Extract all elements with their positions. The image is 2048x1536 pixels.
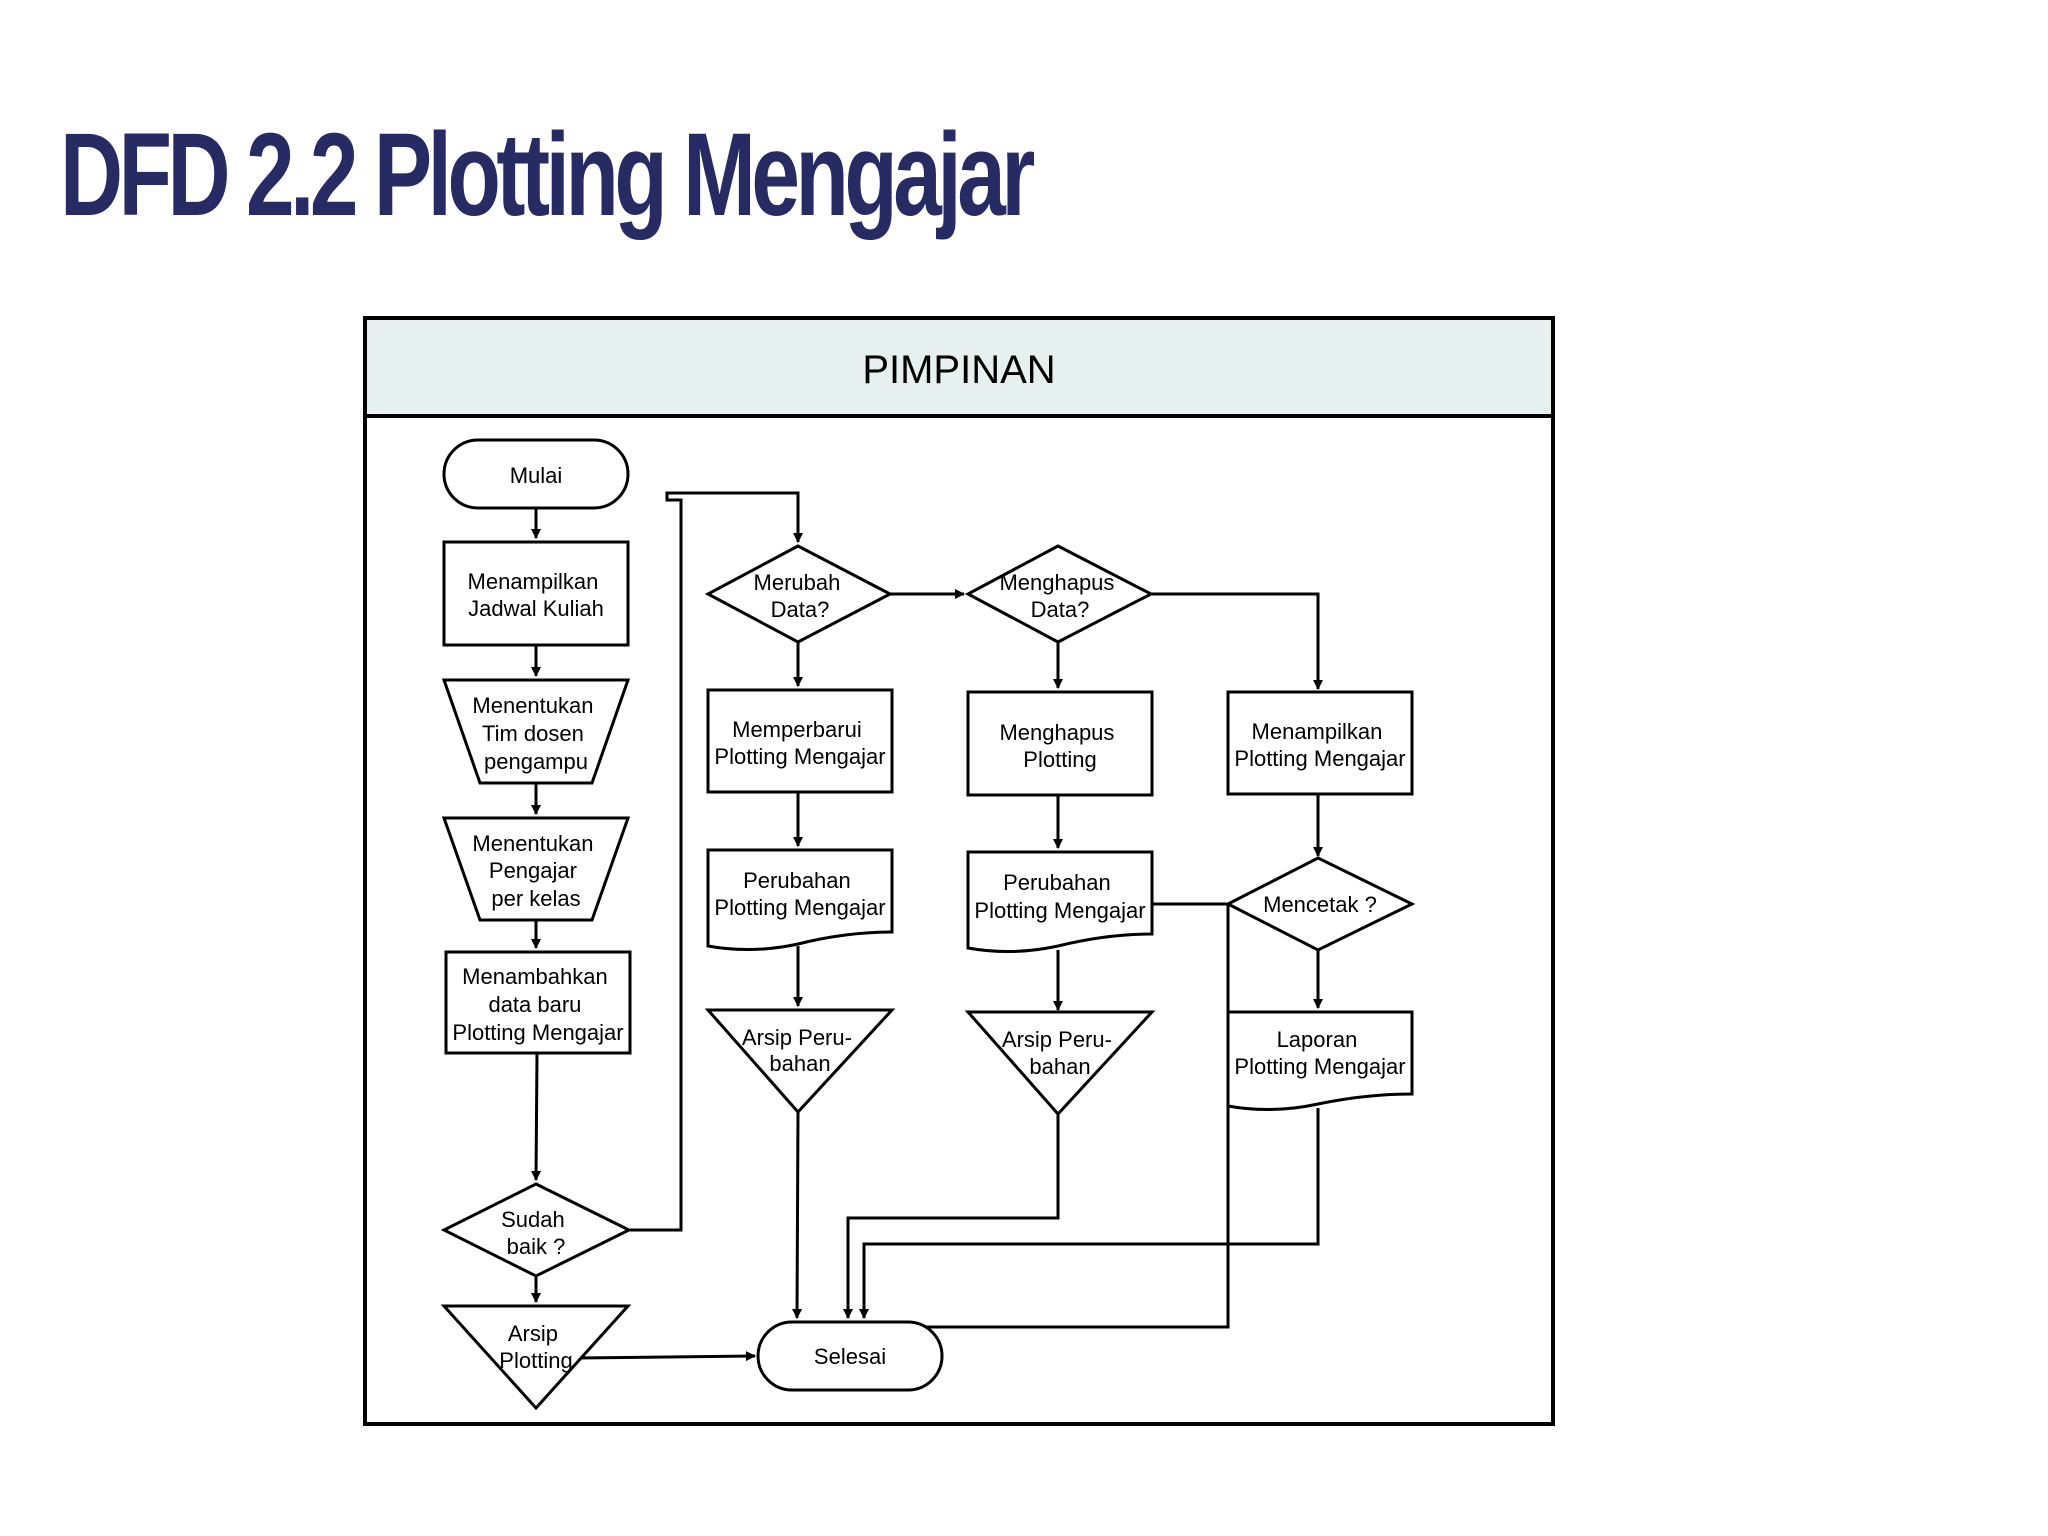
svg-text:Laporan Plotting Mengaja: Laporan Plotting Mengajar — [1234, 1027, 1405, 1079]
svg-text:Menambahkan data baru: Menambahkan data baru Plotting Mengajar — [452, 964, 623, 1045]
connectors — [531, 491, 1323, 1362]
svg-text:Arsip Peru- bahan: Arsip Peru- bahan — [1002, 1027, 1118, 1079]
svg-text:Mulai: Mulai — [510, 463, 563, 488]
node-memperbarui-plotting: Memperbarui Plotting Mengajar — [706, 688, 894, 794]
svg-text:Menentukan Tim dosen: Menentukan Tim dosen pengampu — [472, 693, 599, 774]
node-mulai: Mulai — [442, 438, 630, 510]
node-selesai: Selesai — [756, 1320, 944, 1392]
node-merubah-data-decision: Merubah Data? — [704, 544, 894, 644]
svg-text:Arsip Plotting: Arsip Plotting — [499, 1321, 572, 1373]
svg-text:Mencetak ?: Mencetak ? — [1263, 892, 1377, 917]
node-perubahan-plotting-doc-2: Perubahan Plotting Mengajar — [966, 850, 1154, 954]
node-mencetak-decision: Mencetak ? — [1224, 856, 1416, 952]
node-perubahan-plotting-doc-1: Perubahan Plotting Mengajar — [706, 848, 894, 952]
swimlane-header — [363, 316, 1555, 418]
svg-text:Sudah baik ?: Sudah baik ? — [501, 1207, 571, 1259]
page-title: DFD 2.2 Plotting Mengajar — [60, 109, 1035, 241]
node-menampilkan-plotting: Menampilkan Plotting Mengajar — [1226, 690, 1414, 796]
node-laporan-plotting-doc: Laporan Plotting Mengajar — [1226, 1010, 1414, 1112]
svg-text:Perubahan Plotting Menga: Perubahan Plotting Mengajar — [714, 868, 885, 920]
node-arsip-perubahan-2: Arsip Peru- bahan — [964, 1010, 1156, 1117]
node-menghapus-plotting: Menghapus Plotting — [966, 690, 1154, 797]
svg-text:Menghapus Plotting: Menghapus Plotting — [999, 720, 1120, 772]
node-menambahkan-data-baru: Menambahkan data baru Plotting Mengajar — [444, 950, 632, 1055]
node-arsip-perubahan-1: Arsip Peru- bahan — [704, 1008, 896, 1115]
node-menentukan-tim-dosen: Menentukan Tim dosen pengampu — [441, 678, 631, 785]
node-menghapus-data-decision: Menghapus Data? — [964, 544, 1155, 644]
svg-text:Menampilkan Jadwal Kulia: Menampilkan Jadwal Kuliah — [468, 569, 605, 621]
svg-text:Perubahan Plotting Menga: Perubahan Plotting Mengajar — [974, 870, 1145, 923]
node-arsip-plotting: Arsip Plotting — [440, 1304, 632, 1411]
svg-text:Arsip Peru- bahan: Arsip Peru- bahan — [742, 1025, 858, 1076]
svg-text:Menghapus Data?: Menghapus Data? — [999, 570, 1120, 622]
svg-text:Selesai: Selesai — [814, 1344, 886, 1369]
swimlane-title: PIMPINAN — [862, 348, 1055, 392]
svg-text:Menampilkan Plotting Men: Menampilkan Plotting Mengajar — [1234, 719, 1405, 771]
svg-text:Memperbarui Plotting Men: Memperbarui Plotting Mengajar — [714, 717, 885, 769]
svg-text:Menentukan Pengajar: Menentukan Pengajar per kelas — [472, 831, 599, 911]
node-sudah-baik-decision: Sudah baik ? — [440, 1182, 633, 1278]
node-menampilkan-jadwal-kuliah: Menampilkan Jadwal Kuliah — [442, 540, 630, 647]
node-menentukan-pengajar: Menentukan Pengajar per kelas — [441, 816, 631, 922]
svg-text:Merubah Data?: Merubah Data? — [754, 570, 847, 622]
